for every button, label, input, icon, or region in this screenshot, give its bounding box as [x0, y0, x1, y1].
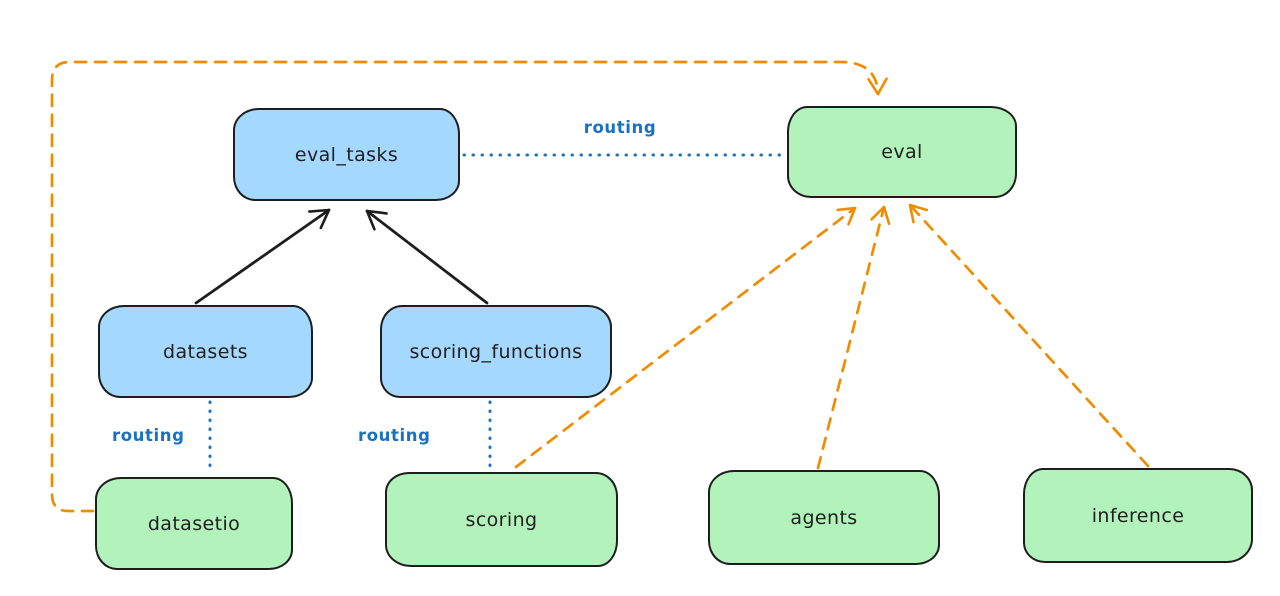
edge-scoring-to-eval [514, 206, 857, 469]
edge-datasets-to-eval-tasks [194, 208, 331, 305]
node-label: scoring [465, 508, 538, 531]
node-datasets: datasets [98, 305, 313, 398]
node-label: datasetio [147, 512, 241, 535]
node-label: eval [881, 141, 923, 163]
edge-datasetio-to-eval [50, 60, 888, 513]
node-label: agents [790, 506, 858, 529]
node-label: datasets [163, 340, 248, 363]
node-label: inference [1091, 504, 1185, 527]
node-datasetio: datasetio [95, 477, 293, 570]
node-inference: inference [1023, 468, 1253, 563]
edge-label-routing-scoring-functions-scoring: routing [358, 426, 431, 445]
node-eval: eval [787, 106, 1017, 198]
node-scoring: scoring [385, 472, 618, 567]
edge-scoring-functions-to-eval-tasks [365, 209, 489, 305]
node-eval-tasks: eval_tasks [233, 108, 460, 201]
node-label: scoring_functions [409, 340, 583, 363]
edge-agents-to-eval [816, 205, 891, 470]
edge-inference-to-eval [908, 203, 1150, 468]
node-label: eval_tasks [294, 143, 399, 166]
node-scoring-functions: scoring_functions [380, 305, 612, 398]
edge-label-routing-datasets-datasetio: routing [112, 426, 185, 445]
edge-label-routing-eval-tasks-eval: routing [583, 118, 657, 137]
node-agents: agents [708, 470, 940, 565]
